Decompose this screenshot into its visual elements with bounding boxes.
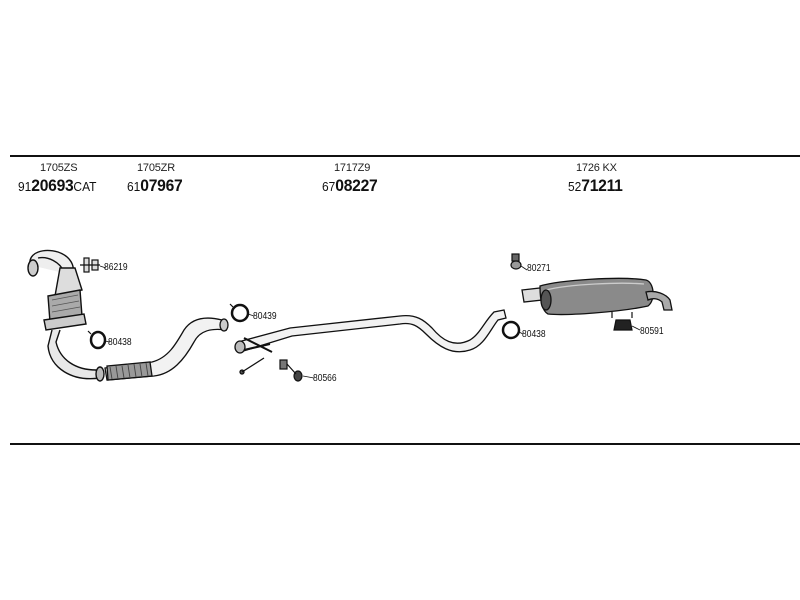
header-rear-silencer: 1726 KX 5271211 xyxy=(568,162,627,196)
label-80591: 80591 xyxy=(640,326,664,337)
part-number-main: 08227 xyxy=(335,176,378,195)
middle-pipe xyxy=(234,309,507,375)
top-divider xyxy=(10,155,800,157)
part-number-prefix: 61 xyxy=(127,179,141,194)
front-pipe xyxy=(104,317,229,381)
leader-lines xyxy=(99,265,641,379)
part-number-main: 20693 xyxy=(31,176,74,195)
clamp-80271-icon xyxy=(510,253,522,270)
oe-number: 1717Z9 xyxy=(334,162,371,174)
part-number-main: 71211 xyxy=(581,176,623,195)
header-front-pipe: 1705ZR 6107967 xyxy=(127,162,187,196)
clamp-86219-icon xyxy=(80,257,100,273)
catalytic-converter xyxy=(27,249,105,382)
clamp-80566-icon xyxy=(279,359,303,382)
label-80438-right: 80438 xyxy=(522,329,546,340)
part-number: 6708227 xyxy=(322,176,378,196)
part-number: 6107967 xyxy=(127,176,183,196)
part-number-prefix: 52 xyxy=(568,179,582,194)
oe-number: 1705ZS xyxy=(40,162,78,174)
oe-number: 1726 KX xyxy=(576,162,617,174)
header-middle-pipe: 1717Z9 6708227 xyxy=(322,162,382,196)
bottom-divider xyxy=(10,443,800,445)
part-number-main: 07967 xyxy=(140,176,183,195)
part-number-suffix: CAT xyxy=(73,179,97,194)
part-number-prefix: 91 xyxy=(18,179,32,194)
rear-silencer xyxy=(521,277,673,316)
label-80439: 80439 xyxy=(253,311,277,322)
gasket-80439-icon xyxy=(229,303,250,323)
part-number: 5271211 xyxy=(568,176,623,196)
part-number-prefix: 67 xyxy=(322,179,336,194)
label-86219: 86219 xyxy=(104,262,128,273)
label-80566: 80566 xyxy=(313,373,337,384)
header-catalytic-converter: 1705ZS 9120693CAT xyxy=(18,162,103,196)
gasket-80438-right-icon xyxy=(501,320,521,340)
label-80438-left: 80438 xyxy=(108,337,132,348)
gasket-80438-icon xyxy=(87,330,107,350)
oe-number: 1705ZR xyxy=(137,162,175,174)
rubber-hanger-80591-icon xyxy=(611,312,633,331)
part-number: 9120693CAT xyxy=(18,176,96,196)
label-80271: 80271 xyxy=(527,263,551,274)
